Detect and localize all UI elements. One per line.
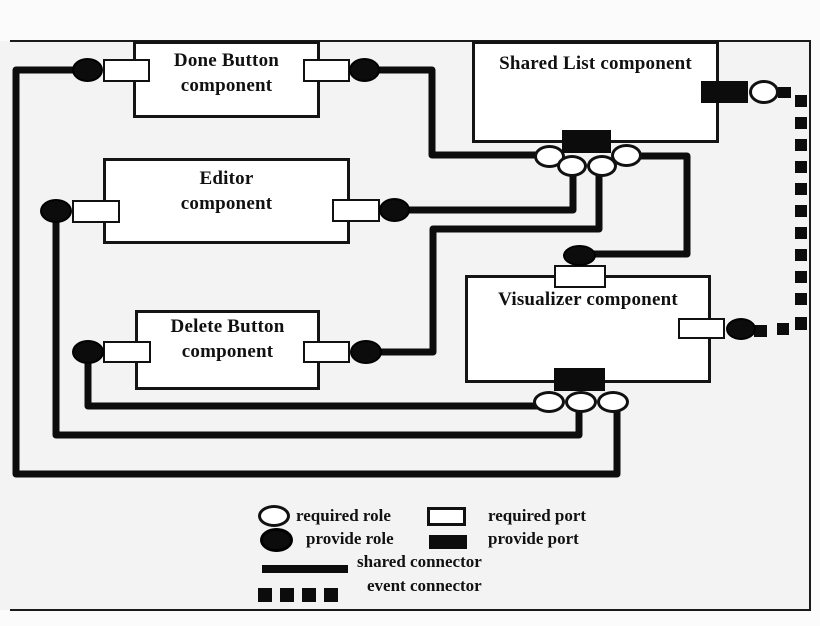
- shared-connector-delete-right-to-sharedlist: [365, 168, 603, 356]
- shared-connector-delete-left-to-visualizer: [84, 352, 542, 410]
- delete-left-required-port: [103, 341, 151, 363]
- done-right-provide-role: [349, 58, 380, 82]
- legend-required-role-label: required role: [296, 506, 391, 525]
- shared-list-title: Shared List component: [499, 53, 692, 74]
- done-button-component: Done Button component: [133, 41, 320, 118]
- editor-right-required-port: [332, 199, 380, 222]
- event-connector: [777, 95, 807, 335]
- visualizer-top-required-port: [554, 265, 606, 288]
- event-connector-icon: [324, 588, 338, 602]
- legend-provide-port-label: provide port: [488, 529, 579, 548]
- shared-list-right-required-role: [749, 80, 779, 104]
- visualizer-right-provide-role: [726, 318, 756, 340]
- done-right-required-port: [303, 59, 350, 82]
- required-port-icon: [427, 507, 466, 526]
- delete-right-provide-role: [350, 340, 382, 364]
- delete-right-required-port: [303, 341, 350, 363]
- event-connector-icon: [280, 588, 294, 602]
- shared-connector-icon: [262, 565, 348, 573]
- shared-list-required-role-2: [557, 155, 587, 177]
- visualizer-component: Visualizer component: [465, 275, 711, 383]
- legend-required-port-label: required port: [488, 506, 587, 525]
- editor-title: Editor component: [180, 168, 273, 214]
- delete-button-component: Delete Button component: [135, 310, 320, 390]
- shared-connector-sharedlist-to-visualizer-top: [584, 152, 691, 258]
- provide-port-icon: [429, 535, 467, 549]
- diagram-frame: [10, 40, 811, 611]
- event-connector-stub-shared-list: [778, 87, 791, 98]
- editor-component: Editor component: [103, 158, 350, 244]
- visualizer-bottom-provide-port: [554, 368, 605, 391]
- shared-connector-done-right-to-sharedlist: [365, 66, 545, 159]
- visualizer-required-role-1: [533, 391, 565, 413]
- shared-list-bottom-provide-port: [562, 130, 611, 153]
- event-connector-icon: [302, 588, 316, 602]
- visualizer-required-role-3: [597, 391, 629, 413]
- delete-button-title: Delete Button component: [170, 316, 285, 362]
- legend-shared-connector-label: shared connector: [357, 552, 482, 571]
- delete-left-provide-role: [72, 340, 104, 364]
- done-left-provide-role: [72, 58, 103, 82]
- shared-list-required-role-3: [587, 155, 617, 177]
- event-connector-icon: [258, 588, 272, 602]
- required-role-icon: [258, 505, 290, 527]
- visualizer-top-provide-role: [563, 245, 596, 266]
- editor-left-required-port: [72, 200, 120, 223]
- editor-right-provide-role: [379, 198, 410, 222]
- provide-role-icon: [260, 528, 293, 552]
- done-button-title: Done Button component: [173, 49, 280, 96]
- shared-connector-editor-left-to-visualizer: [52, 211, 583, 439]
- shared-list-component: Shared List component: [472, 41, 719, 143]
- legend-event-connector-label: event connector: [367, 576, 482, 595]
- shared-list-required-role-4: [611, 144, 642, 167]
- shared-connector-done-left-to-visualizer: [12, 66, 621, 478]
- shared-list-right-provide-port: [701, 81, 748, 103]
- visualizer-required-role-2: [565, 391, 597, 413]
- shared-connector-editor-right-to-sharedlist: [395, 168, 577, 214]
- legend-provide-role-label: provide role: [306, 529, 394, 548]
- event-connector-stub-visualizer: [754, 325, 767, 337]
- visualizer-title: Visualizer component: [498, 289, 678, 310]
- editor-left-provide-role: [40, 199, 72, 223]
- visualizer-right-required-port: [678, 318, 725, 339]
- done-left-required-port: [103, 59, 150, 82]
